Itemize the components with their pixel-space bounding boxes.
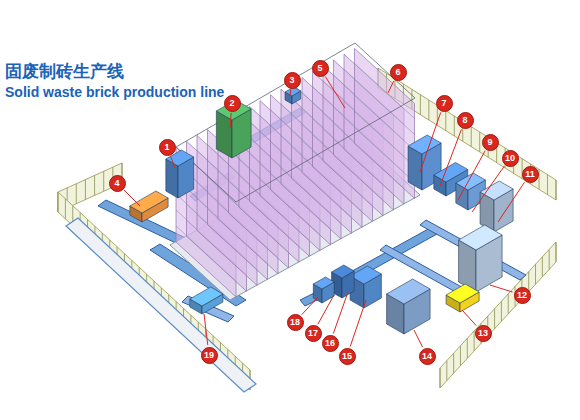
fence-post (454, 116, 455, 136)
pallet-return (313, 277, 334, 289)
callout-number: 1 (159, 139, 176, 156)
leader-line (171, 156, 175, 168)
callout-number: 16 (322, 335, 339, 352)
fence-post (556, 242, 557, 262)
rack-frame (176, 43, 415, 202)
callout-number: 7 (436, 95, 453, 112)
fence-post (428, 100, 429, 120)
callout-number: 9 (482, 134, 499, 151)
fence-post (445, 111, 446, 131)
leader-line (388, 81, 394, 93)
leader-line (333, 292, 348, 334)
fence-post (94, 175, 95, 195)
callout-number: 17 (305, 325, 322, 342)
fence-post (420, 95, 421, 115)
callout-number: 14 (419, 348, 436, 365)
leader-line (325, 76, 345, 108)
callout-number: 10 (502, 150, 519, 167)
callout-number: 3 (284, 72, 301, 89)
machines (130, 87, 513, 334)
leader-line (124, 190, 140, 206)
curing-rack (170, 43, 420, 300)
leader-line (318, 295, 334, 324)
fence-post (467, 338, 468, 358)
callout-number: 13 (475, 325, 492, 342)
callout-number: 11 (522, 166, 539, 183)
leader-line (290, 90, 292, 96)
callout-number: 12 (514, 287, 531, 304)
fence-post (103, 171, 104, 191)
cuber (456, 173, 486, 190)
leader-line (458, 151, 485, 200)
leader-line (302, 297, 318, 315)
fence-post (539, 169, 540, 189)
fence-post (440, 368, 441, 388)
callout-number: 8 (457, 112, 474, 129)
fence-post (58, 192, 59, 212)
fence-post (85, 180, 86, 200)
leader-line (472, 166, 504, 212)
rack-panel (355, 48, 415, 198)
pallet-conveyor (190, 287, 223, 306)
packing-machine (459, 225, 503, 250)
fence-post (453, 353, 454, 373)
wrapping-machine (387, 279, 431, 304)
title: 固废制砖生产线 (5, 60, 124, 83)
leader-line (490, 285, 512, 292)
callout-number: 5 (312, 60, 329, 77)
rack-shelf (355, 63, 415, 118)
fence-post (460, 346, 461, 366)
callout-number: 18 (287, 314, 304, 331)
fence-post (501, 301, 502, 321)
callout-number: 6 (390, 64, 407, 81)
callout-number: 2 (224, 95, 241, 112)
fence-post (494, 309, 495, 329)
pallet-feeder (350, 266, 381, 284)
fence-post (542, 257, 543, 277)
fence-post (471, 127, 472, 147)
rack-shelf (355, 111, 415, 166)
fence (58, 68, 556, 390)
fence-post (556, 180, 557, 200)
callout-number: 4 (109, 175, 126, 192)
leader-line (462, 310, 476, 326)
finished-pallet (446, 284, 479, 303)
fence-post (65, 199, 66, 219)
leader-lines (124, 76, 524, 347)
leader-line (350, 300, 366, 347)
callout-number: 19 (201, 347, 218, 364)
packing-frame (480, 181, 513, 200)
subtitle: Solid waste brick production line (5, 84, 224, 100)
rack-shelf (355, 79, 415, 134)
fence-post (58, 192, 59, 212)
unloading-frame (408, 135, 441, 154)
leader-line (440, 129, 461, 186)
conveyors (66, 108, 526, 392)
fence-post (549, 249, 550, 269)
fence-post (535, 264, 536, 284)
fence-post (76, 184, 77, 204)
fence-post (508, 294, 509, 314)
fence-post (547, 175, 548, 195)
leader-line (204, 314, 208, 345)
callout-number: 15 (339, 348, 356, 365)
leader-line (420, 112, 441, 172)
pallet-cleaner (332, 265, 355, 278)
fence-post (446, 361, 447, 381)
leader-line (414, 330, 423, 347)
leader-line (230, 113, 231, 128)
leader-line (498, 182, 524, 222)
fence-post (479, 132, 480, 152)
rack-shelf (355, 127, 415, 182)
